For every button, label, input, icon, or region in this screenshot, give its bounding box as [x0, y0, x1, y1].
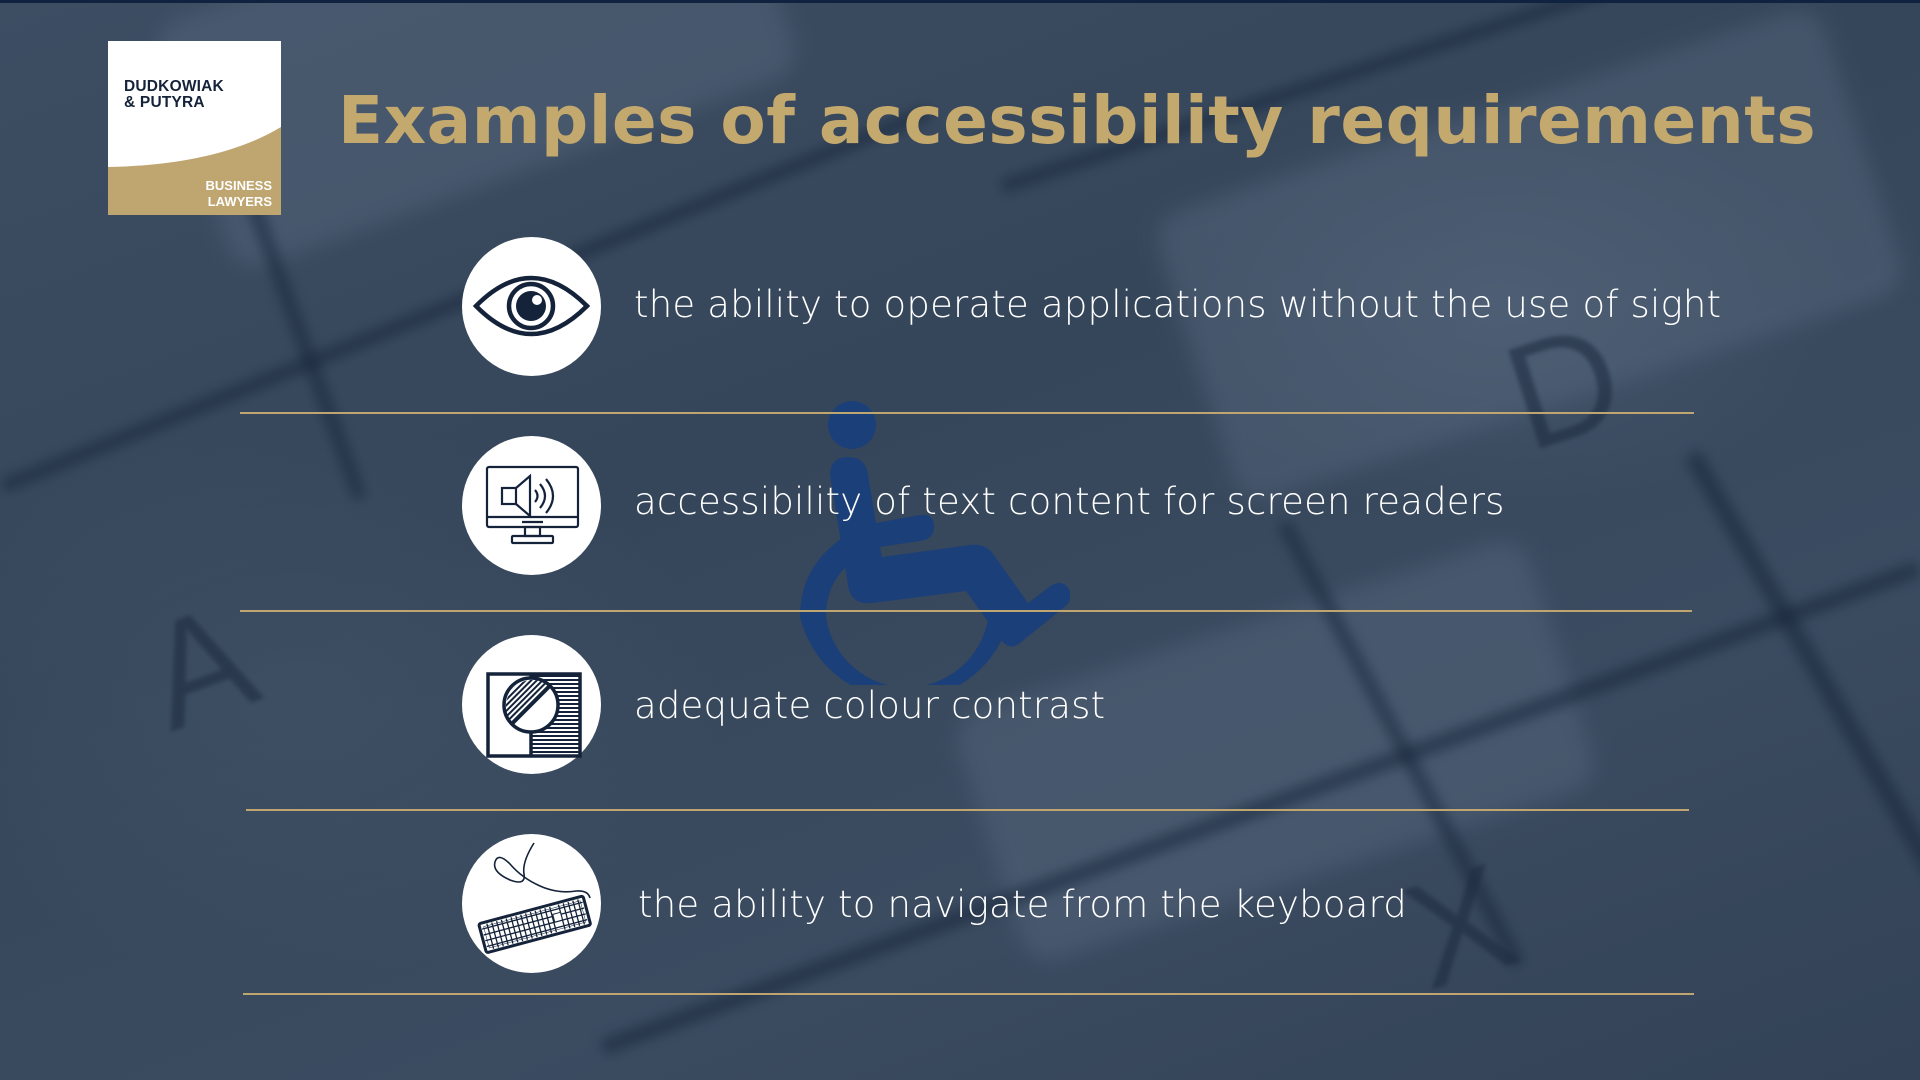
logo-name: DUDKOWIAK & PUTYRA	[124, 79, 224, 111]
logo-name-line2: & PUTYRA	[124, 94, 205, 111]
logo-curve-shape	[108, 41, 281, 167]
key-letter-a: A	[124, 569, 276, 763]
keyboard-icon	[477, 842, 592, 954]
eye-icon-badge	[462, 237, 601, 376]
item-label: the ability to navigate from the keyboar…	[638, 883, 1407, 926]
divider	[240, 412, 1694, 414]
slide-title: Examples of accessibility requirements	[338, 82, 1817, 159]
contrast-icon	[486, 672, 582, 758]
contrast-icon-badge	[462, 635, 601, 774]
logo-tag-line2: LAWYERS	[207, 194, 272, 209]
divider	[240, 610, 1692, 612]
item-label: adequate colour contrast	[634, 684, 1106, 727]
wheelchair-icon	[800, 401, 1070, 685]
item-label: accessibility of text content for screen…	[634, 480, 1505, 523]
company-logo: DUDKOWIAK & PUTYRA BUSINESS LAWYERS	[108, 41, 281, 215]
logo-name-line1: DUDKOWIAK	[124, 78, 224, 95]
monitor-speaker-icon	[485, 465, 580, 545]
logo-tag-line1: BUSINESS	[205, 178, 272, 193]
divider	[243, 993, 1694, 995]
top-bar	[0, 0, 1920, 3]
eye-icon	[472, 275, 591, 337]
logo-tagline: BUSINESS LAWYERS	[206, 178, 272, 210]
item-label: the ability to operate applications with…	[634, 283, 1722, 326]
divider	[246, 809, 1689, 811]
monitor-speaker-icon-badge	[462, 436, 601, 575]
keyboard-icon-badge	[462, 834, 601, 973]
